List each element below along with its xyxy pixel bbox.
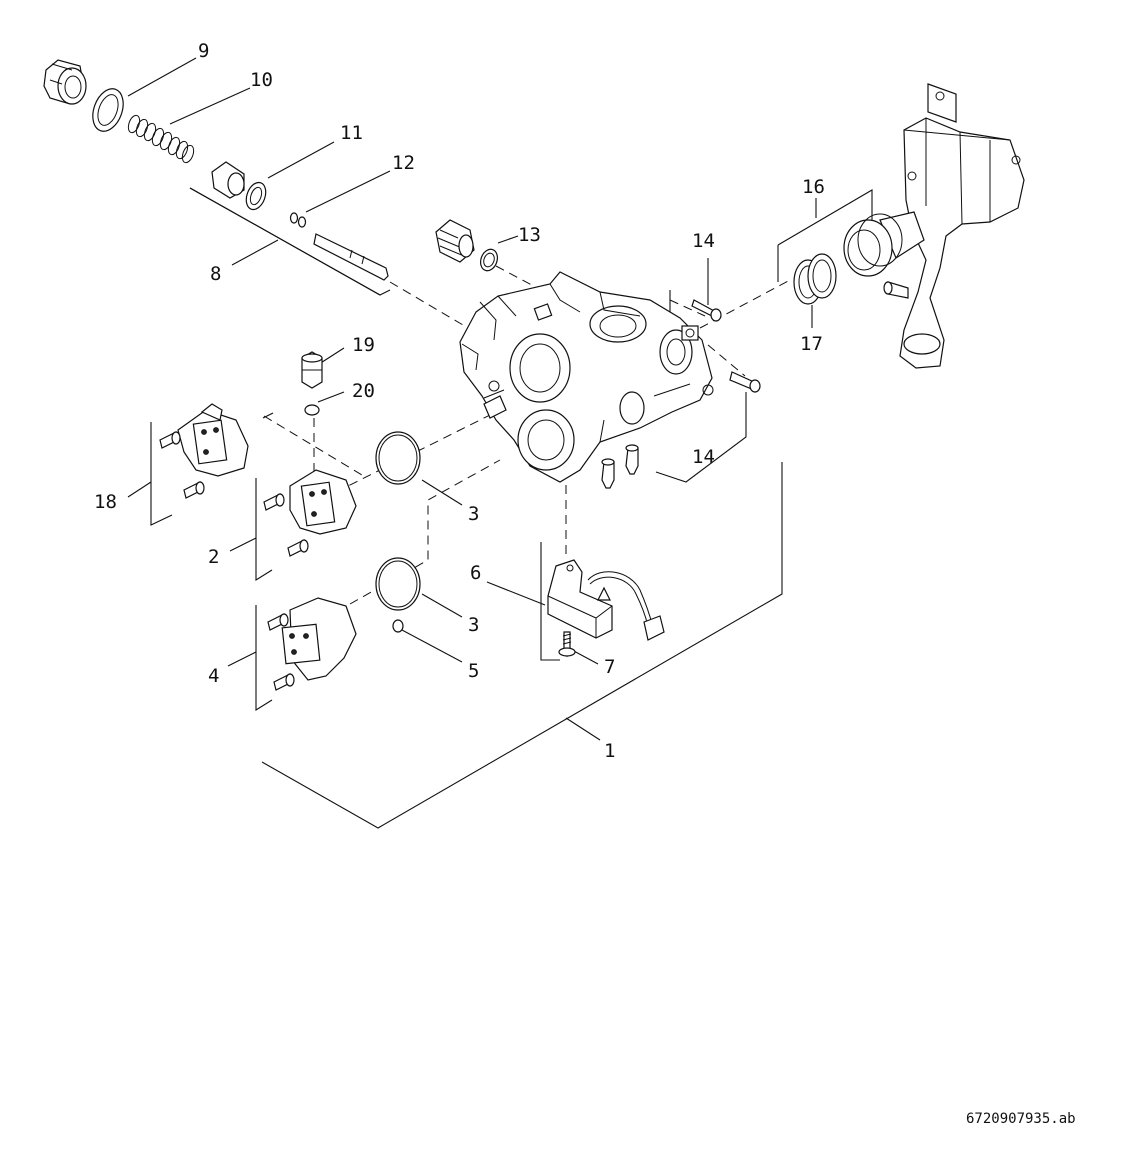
callout-1: 1 — [604, 740, 615, 762]
part-5-o-ring — [392, 619, 404, 633]
callout-3-bottom: 3 — [468, 614, 479, 636]
part-11-plug — [211, 161, 267, 211]
part-14-screws — [601, 299, 761, 489]
callout-19: 19 — [352, 334, 375, 356]
part-3-o-rings — [375, 431, 421, 611]
part-16-union-and-pipe — [843, 83, 1025, 369]
part-7-screw — [558, 631, 576, 658]
leader-lines — [127, 57, 873, 829]
callout-10: 10 — [250, 69, 273, 91]
callout-14-bottom: 14 — [692, 446, 715, 468]
callout-8: 8 — [210, 263, 221, 285]
callout-6: 6 — [470, 562, 481, 584]
callout-4: 4 — [208, 665, 219, 687]
part-2-sensor — [263, 469, 357, 557]
callout-16: 16 — [802, 176, 825, 198]
callout-20: 20 — [352, 380, 375, 402]
part-6-microswitch — [547, 559, 665, 641]
part-4-sensor — [267, 597, 357, 691]
callout-13: 13 — [518, 224, 541, 246]
part-12-o-rings-and-pin — [289, 212, 389, 281]
part-10-ring-and-spring — [92, 88, 195, 164]
part-17-gaskets — [793, 253, 837, 305]
callout-18: 18 — [94, 491, 117, 513]
callout-3-top: 3 — [468, 503, 479, 525]
callout-9: 9 — [198, 40, 209, 62]
callout-7: 7 — [604, 656, 615, 678]
part-9-end-cap — [43, 59, 87, 105]
callout-12: 12 — [392, 152, 415, 174]
part-13-valve-insert — [435, 219, 499, 272]
callout-5: 5 — [468, 660, 479, 682]
callout-2: 2 — [208, 546, 219, 568]
part-20-o-ring — [304, 404, 320, 416]
callout-labels: 9 10 11 12 8 13 14 16 17 19 20 14 18 2 3… — [94, 40, 825, 762]
callout-14-top: 14 — [692, 230, 715, 252]
part-19-nipple — [301, 351, 323, 389]
callout-11: 11 — [340, 122, 363, 144]
callout-17: 17 — [800, 333, 823, 355]
drawing-reference-number: 6720907935.ab — [966, 1111, 1076, 1127]
part-18-sensor — [159, 403, 249, 499]
part-1-valve-body — [459, 271, 714, 483]
